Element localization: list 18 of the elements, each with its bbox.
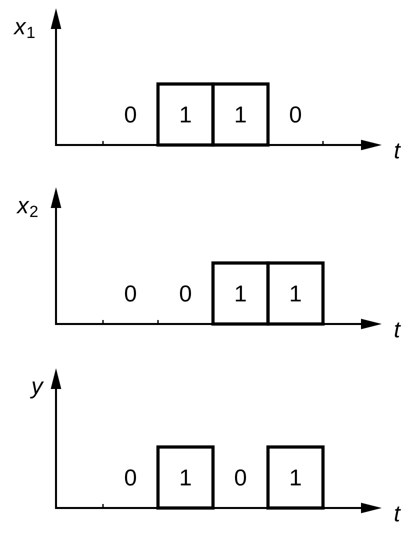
axis-label: t — [394, 506, 401, 522]
pulse-box: 1 — [211, 261, 270, 326]
axis-label: t — [394, 143, 401, 159]
pulse-box: 1 — [211, 82, 270, 147]
axis-label: t — [394, 322, 401, 338]
bit-value: 0 — [180, 285, 191, 302]
axis-label: y — [30, 382, 44, 398]
bit-value: 0 — [290, 106, 301, 123]
bit-value: 0 — [125, 285, 136, 302]
pulse-box: 1 — [266, 445, 325, 510]
axis-label: x$_{2}$ — [16, 201, 38, 217]
bit-value: 0 — [125, 106, 136, 123]
bit-value: 0 — [235, 469, 246, 486]
pulse-box: 1 — [266, 261, 325, 326]
bit-value: 0 — [125, 469, 136, 486]
pulse-box: 1 — [156, 445, 215, 510]
axis-label: x$_{1}$ — [13, 22, 35, 38]
pulse-box: 1 — [156, 82, 215, 147]
